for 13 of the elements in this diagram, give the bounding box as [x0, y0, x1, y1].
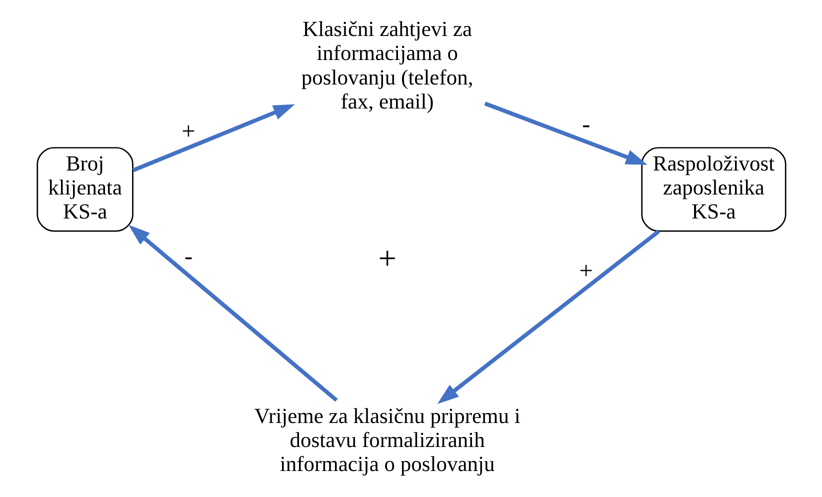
arrow — [132, 104, 294, 172]
label: + — [578, 258, 592, 285]
edge-label: - — [582, 111, 590, 138]
node-box: Broj klijenata KS-a — [36, 147, 133, 232]
arrow — [484, 102, 647, 165]
node-box: Raspoloživost zaposlenika KS-a — [640, 147, 786, 232]
arrow — [436, 230, 660, 404]
edge-label: + — [378, 240, 396, 276]
node-text: Vrijeme za klasičnu pripremu i dostavu formaliziranih informacija o poslovanju — [254, 404, 520, 476]
edge-label: - — [184, 242, 192, 270]
node-text: Klasični zahtjevi za informacijama o poslovanju (telefon, fax, email) — [300, 16, 473, 114]
edge-label: + — [181, 118, 195, 145]
arrow — [128, 224, 338, 402]
